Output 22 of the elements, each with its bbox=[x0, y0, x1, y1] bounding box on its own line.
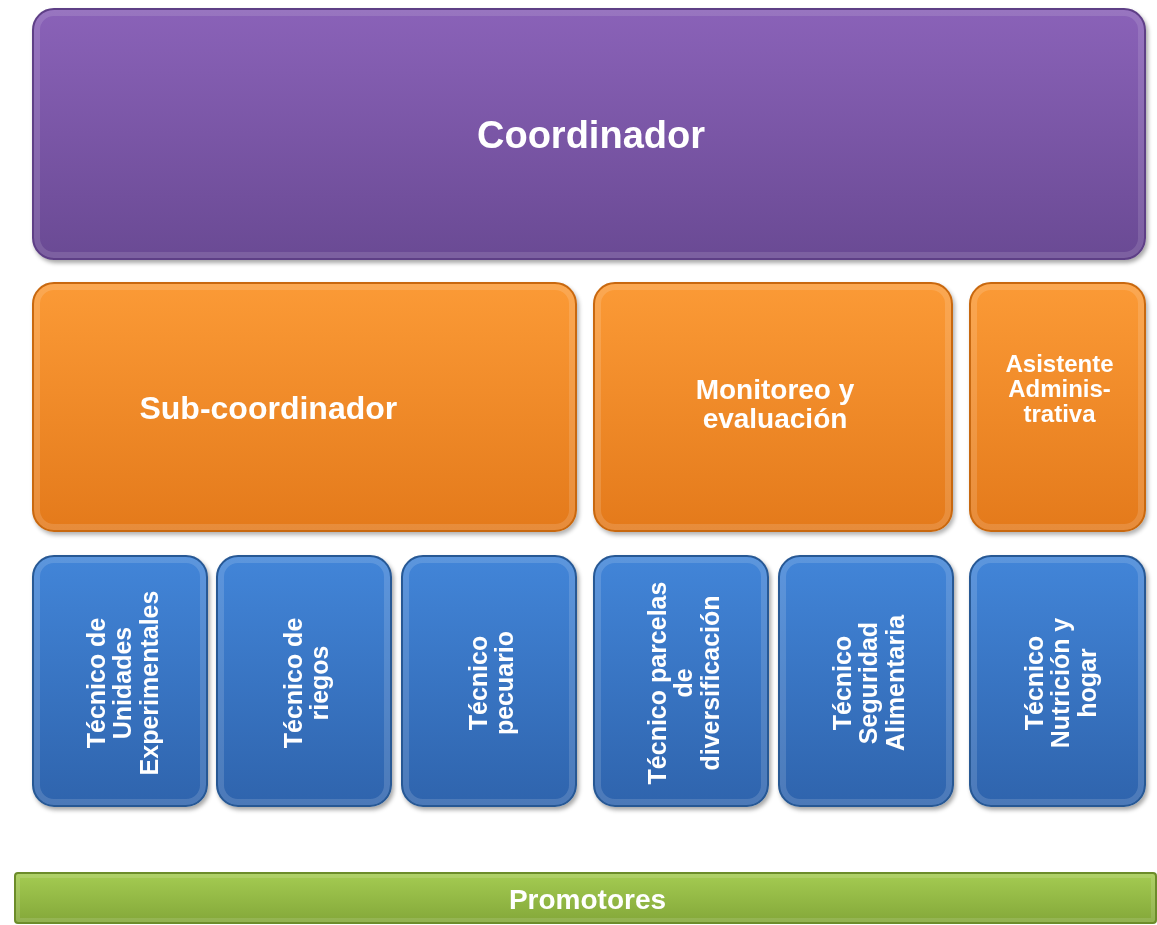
node-label: Sub-coordinador bbox=[138, 392, 399, 426]
technician-box bbox=[778, 555, 954, 807]
technician-box bbox=[593, 555, 769, 807]
node-label: Técnico parcelas de diversificación bbox=[643, 580, 723, 787]
node-label: Técnico Seguridad Alimentaria bbox=[828, 613, 908, 754]
technician-box bbox=[401, 555, 577, 807]
promoters-bar bbox=[14, 872, 1157, 924]
node-label: Técnico Nutrición y hogar bbox=[1020, 616, 1099, 751]
node-label: Promotores bbox=[507, 885, 668, 915]
technician-box bbox=[216, 555, 392, 807]
technician-box bbox=[32, 555, 208, 807]
department-box bbox=[969, 282, 1146, 532]
department-box bbox=[593, 282, 953, 532]
coordinator-box bbox=[32, 8, 1146, 260]
node-label: Coordinador bbox=[476, 116, 706, 156]
node-label: Técnico de Unidades Experimentales bbox=[82, 589, 162, 778]
department-box bbox=[32, 282, 577, 532]
node-label: Técnico pecuario bbox=[464, 629, 518, 738]
node-label: Asistente Adminis-trativa bbox=[1004, 351, 1115, 427]
node-label: Técnico de riegos bbox=[279, 616, 333, 751]
technician-box bbox=[969, 555, 1146, 807]
node-label: Monitoreo y evaluación bbox=[694, 374, 856, 434]
